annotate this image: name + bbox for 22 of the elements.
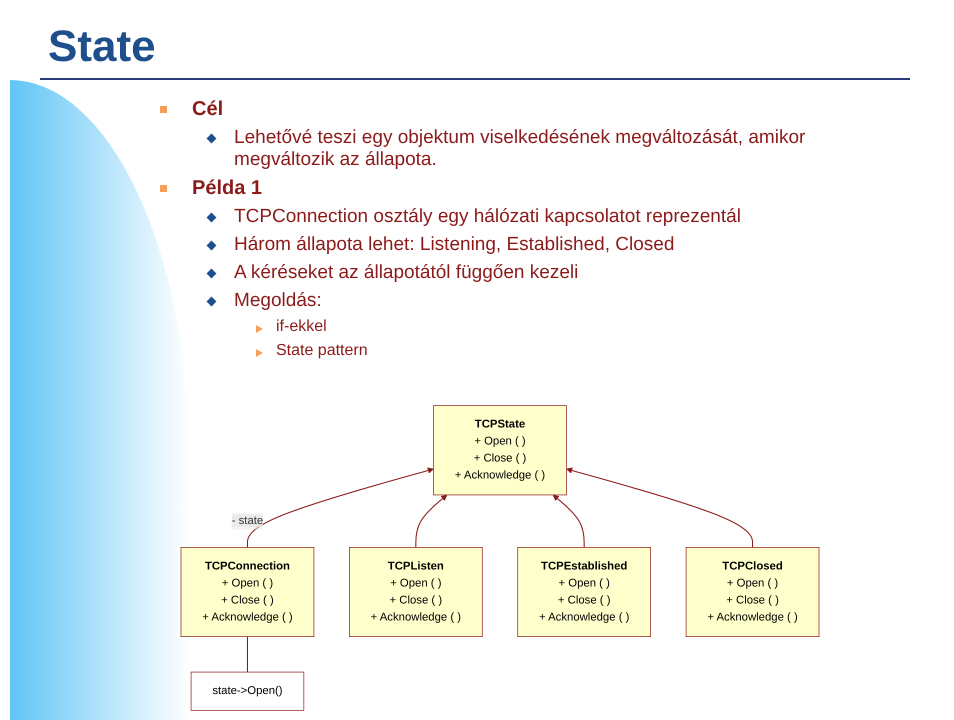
edge-label: - state (232, 514, 264, 527)
bullet-text: TCPConnection osztály egy hálózati kapcsolatot reprezentál (234, 206, 741, 227)
node-box: TCPEstablished + Open ( ) + Close ( ) + Acknowledge ( ) (517, 547, 651, 637)
arrow (246, 467, 434, 548)
node-box: TCPState + Open ( ) + Close ( ) + Acknowledge ( ) (433, 405, 567, 496)
arrow (552, 494, 585, 548)
node-box: TCPConnection + Open ( ) + Close ( ) + Acknowledge ( ) (180, 547, 314, 637)
arrow (415, 494, 448, 548)
section-heading: Példa 1 (192, 177, 262, 199)
bullet-text: if-ekkel (276, 318, 327, 335)
slide-title: State (48, 22, 156, 72)
bullet-text: A kéréseket az állapotától függően kezeli (234, 262, 578, 283)
bullet-text: State pattern (276, 342, 368, 359)
bullet-text: Megoldás: (234, 290, 322, 311)
arrow (566, 467, 754, 548)
bullet-text: Három állapota lehet: Listening, Established, Closed (234, 234, 674, 255)
section-heading: Cél (192, 98, 224, 120)
node-box: TCPListen + Open ( ) + Close ( ) + Acknowledge ( ) (349, 547, 483, 637)
node-box: state->Open() (190, 672, 304, 711)
node-box: TCPClosed + Open ( ) + Close ( ) + Acknowledge ( ) (686, 547, 820, 637)
bullet-text: Lehetővé teszi egy objektum viselkedésének megváltozását, amikor megváltozik az állapota. (234, 127, 806, 170)
connector (246, 636, 248, 672)
